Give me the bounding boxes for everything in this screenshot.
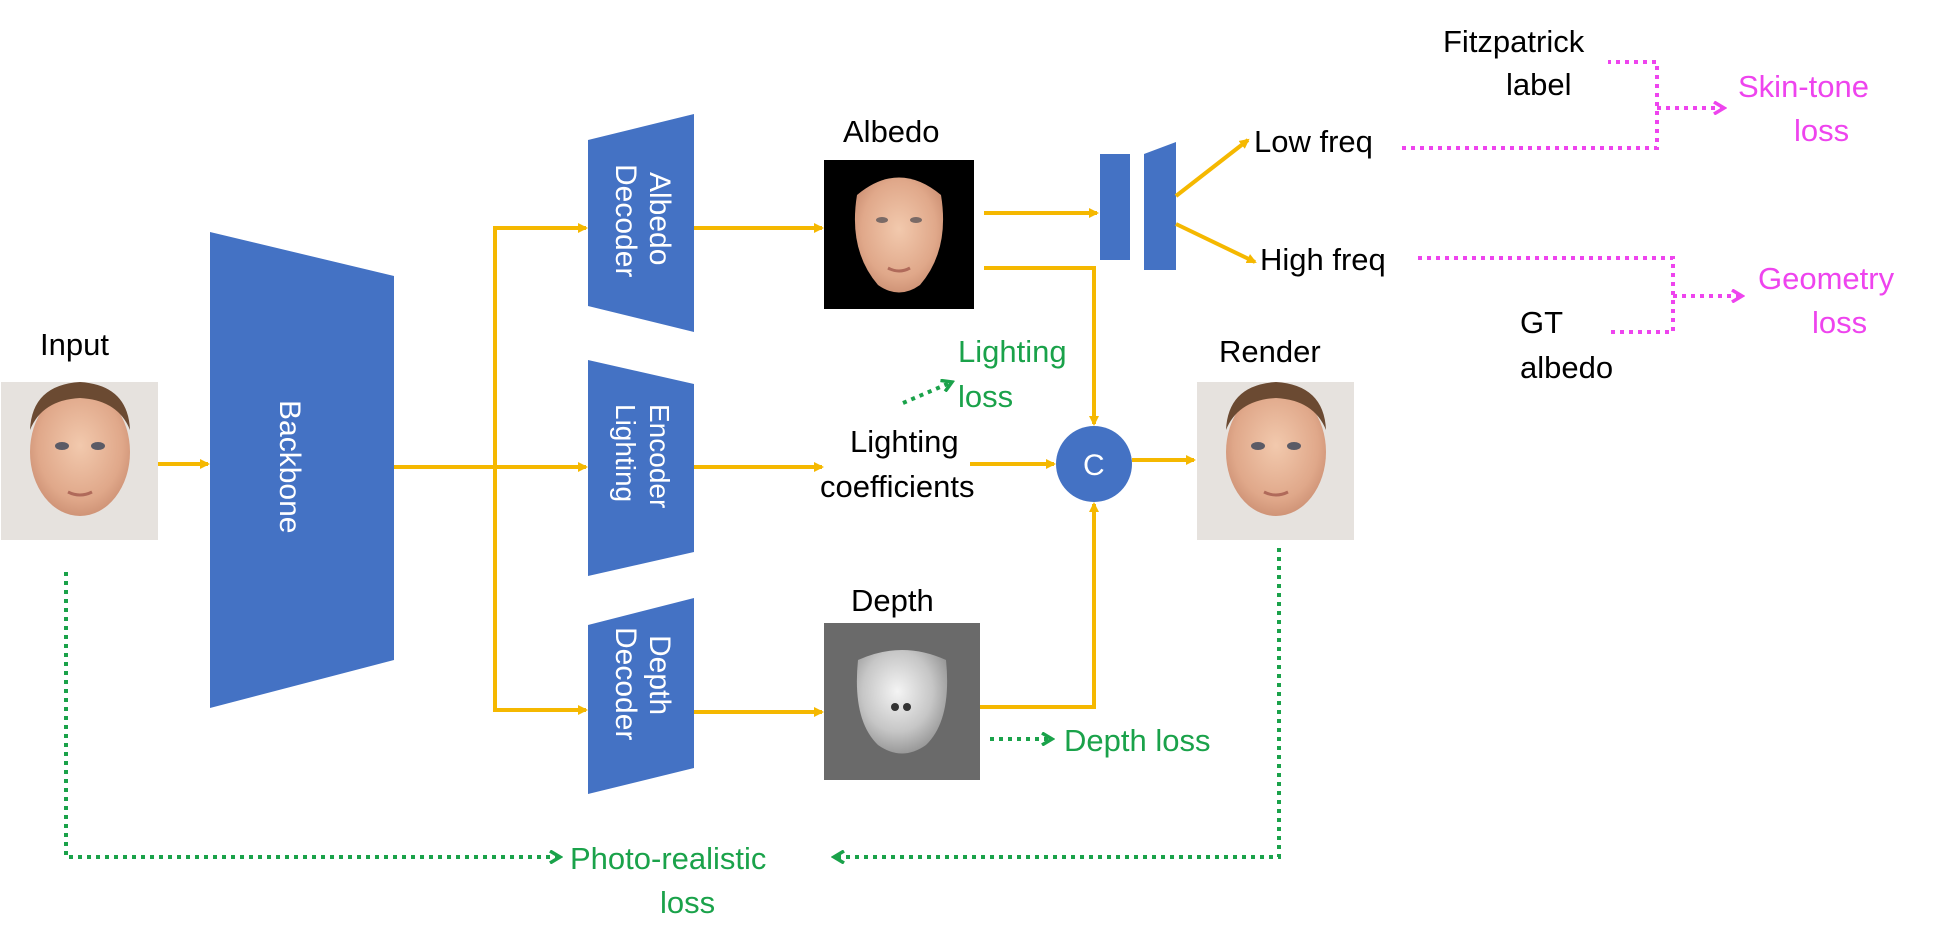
albedo-decoder-label-1: Albedo — [643, 172, 676, 265]
arrow-albedo-concat — [984, 266, 1099, 426]
albedo-image — [824, 160, 974, 309]
depth-decoder-block — [588, 598, 694, 794]
arrow-high-freq — [1175, 222, 1257, 264]
albedo-face-icon — [854, 177, 944, 293]
gt-albedo-label-2: albedo — [1520, 350, 1613, 385]
face-photo-icon — [30, 388, 130, 516]
low-freq-label: Low freq — [1254, 124, 1373, 159]
concat-label: C — [1083, 449, 1105, 482]
freq-split-block-1 — [1100, 154, 1130, 260]
skin-tone-loss-label-2: loss — [1794, 113, 1849, 148]
depth-label: Depth — [851, 583, 934, 618]
arrow-render-photo-loss — [834, 548, 1281, 857]
albedo-label: Albedo — [843, 114, 940, 149]
geometry-loss-label-2: loss — [1812, 305, 1867, 340]
photo-realistic-loss-label-2: loss — [660, 885, 715, 920]
lighting-coefficients-label-2: coefficients — [820, 469, 975, 504]
lighting-coefficients-label-1: Lighting — [850, 424, 959, 459]
backbone-label: Backbone — [273, 400, 306, 533]
arrow-input-photo-loss — [64, 572, 560, 857]
skin-tone-loss-label-1: Skin-tone — [1738, 69, 1869, 104]
albedo-decoder-label-2: Decoder — [609, 164, 642, 277]
freq-split-block-2 — [1144, 142, 1176, 270]
fitzpatrick-label-1: Fitzpatrick — [1443, 24, 1585, 59]
depth-image — [824, 623, 980, 780]
face-photo-icon — [1226, 388, 1326, 516]
arrow-depth-concat — [980, 502, 1099, 709]
encoder-lighting-block — [588, 360, 694, 576]
input-label: Input — [40, 327, 109, 362]
arrow-low-freq — [1174, 138, 1250, 198]
albedo-decoder-block — [588, 114, 694, 332]
lighting-loss-label-2: loss — [958, 379, 1013, 414]
high-freq-label: High freq — [1260, 242, 1386, 277]
geometry-loss-label-1: Geometry — [1758, 261, 1895, 296]
encoder-lighting-label-1: Encoder — [644, 404, 675, 508]
line-lowfreq-skin — [1402, 60, 1659, 150]
arrow-backbone-albedo — [493, 223, 588, 467]
depth-map-icon — [856, 650, 948, 754]
fitzpatrick-label-2: label — [1506, 67, 1572, 102]
green-loss-arrows — [64, 382, 1281, 857]
backbone-block — [210, 232, 394, 708]
lighting-loss-label-1: Lighting — [958, 334, 1067, 369]
encoder-lighting-label-2: Lighting — [610, 404, 641, 502]
render-image — [1197, 382, 1354, 540]
arrow-lighting-loss — [902, 382, 952, 405]
gt-albedo-label-1: GT — [1520, 305, 1563, 340]
pink-loss-arrows — [1402, 60, 1742, 334]
forward-arrows — [158, 138, 1257, 717]
depth-decoder-label-2: Decoder — [609, 627, 642, 740]
render-label: Render — [1219, 334, 1321, 369]
depth-loss-label: Depth loss — [1064, 723, 1210, 758]
photo-realistic-loss-label-1: Photo-realistic — [570, 841, 766, 876]
concat-node — [1056, 426, 1132, 502]
depth-decoder-label-1: Depth — [643, 635, 676, 715]
arrow-backbone-depth — [493, 467, 588, 715]
input-image — [1, 382, 158, 540]
